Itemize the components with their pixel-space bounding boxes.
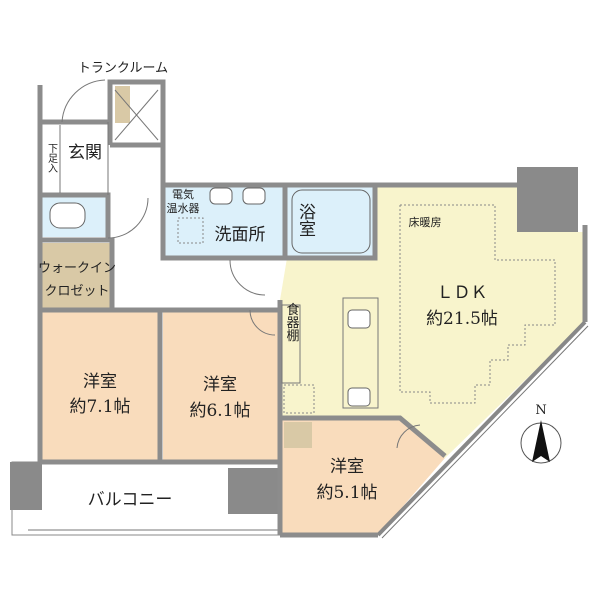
column (10, 462, 42, 510)
western-room-2 (163, 310, 278, 462)
cupboard-label: 食器棚 (284, 302, 300, 342)
column (228, 468, 278, 514)
western-room-3 (280, 420, 445, 535)
bath-label: 浴室 (295, 203, 316, 237)
water-heater-label: 電気 (172, 187, 194, 201)
ldk-size: 約21.5帖 (426, 309, 498, 329)
sink (209, 187, 233, 205)
trunk-room-shelf (115, 86, 130, 123)
wic-label: ウォークイン (38, 261, 116, 276)
room2-size: 約6.1帖 (189, 401, 250, 421)
north-label: N (535, 403, 546, 418)
north-compass-icon: N (520, 403, 562, 464)
room3-size: 約5.1帖 (316, 483, 377, 503)
column (517, 167, 578, 232)
room2-label: 洋室 (203, 375, 237, 395)
room1-size: 約7.1帖 (69, 397, 130, 417)
wic-label: クロゼット (44, 284, 109, 299)
room3-label: 洋室 (330, 457, 364, 477)
sink (242, 187, 266, 205)
bathtub (291, 189, 371, 254)
washroom-label: 洗面所 (215, 225, 266, 245)
cupboard (281, 304, 301, 384)
kitchen-sink (347, 309, 371, 329)
western-room-1 (42, 310, 160, 462)
entrance-label: 玄関 (68, 143, 102, 163)
water-heater-label: 温水器 (167, 202, 200, 215)
stove (347, 387, 371, 407)
shoe-box-label: 下足入 (46, 143, 58, 173)
ldk-label: ＬＤＫ (437, 283, 488, 303)
toilet (49, 202, 86, 229)
room1-label: 洋室 (83, 372, 117, 392)
balcony-label: バルコニー (88, 490, 173, 510)
trunk-room-label: トランクルーム (78, 61, 168, 76)
floor-heating-label: 床暖房 (409, 215, 442, 229)
walk-in-closet (42, 243, 112, 308)
shoe-shelf (284, 422, 312, 448)
